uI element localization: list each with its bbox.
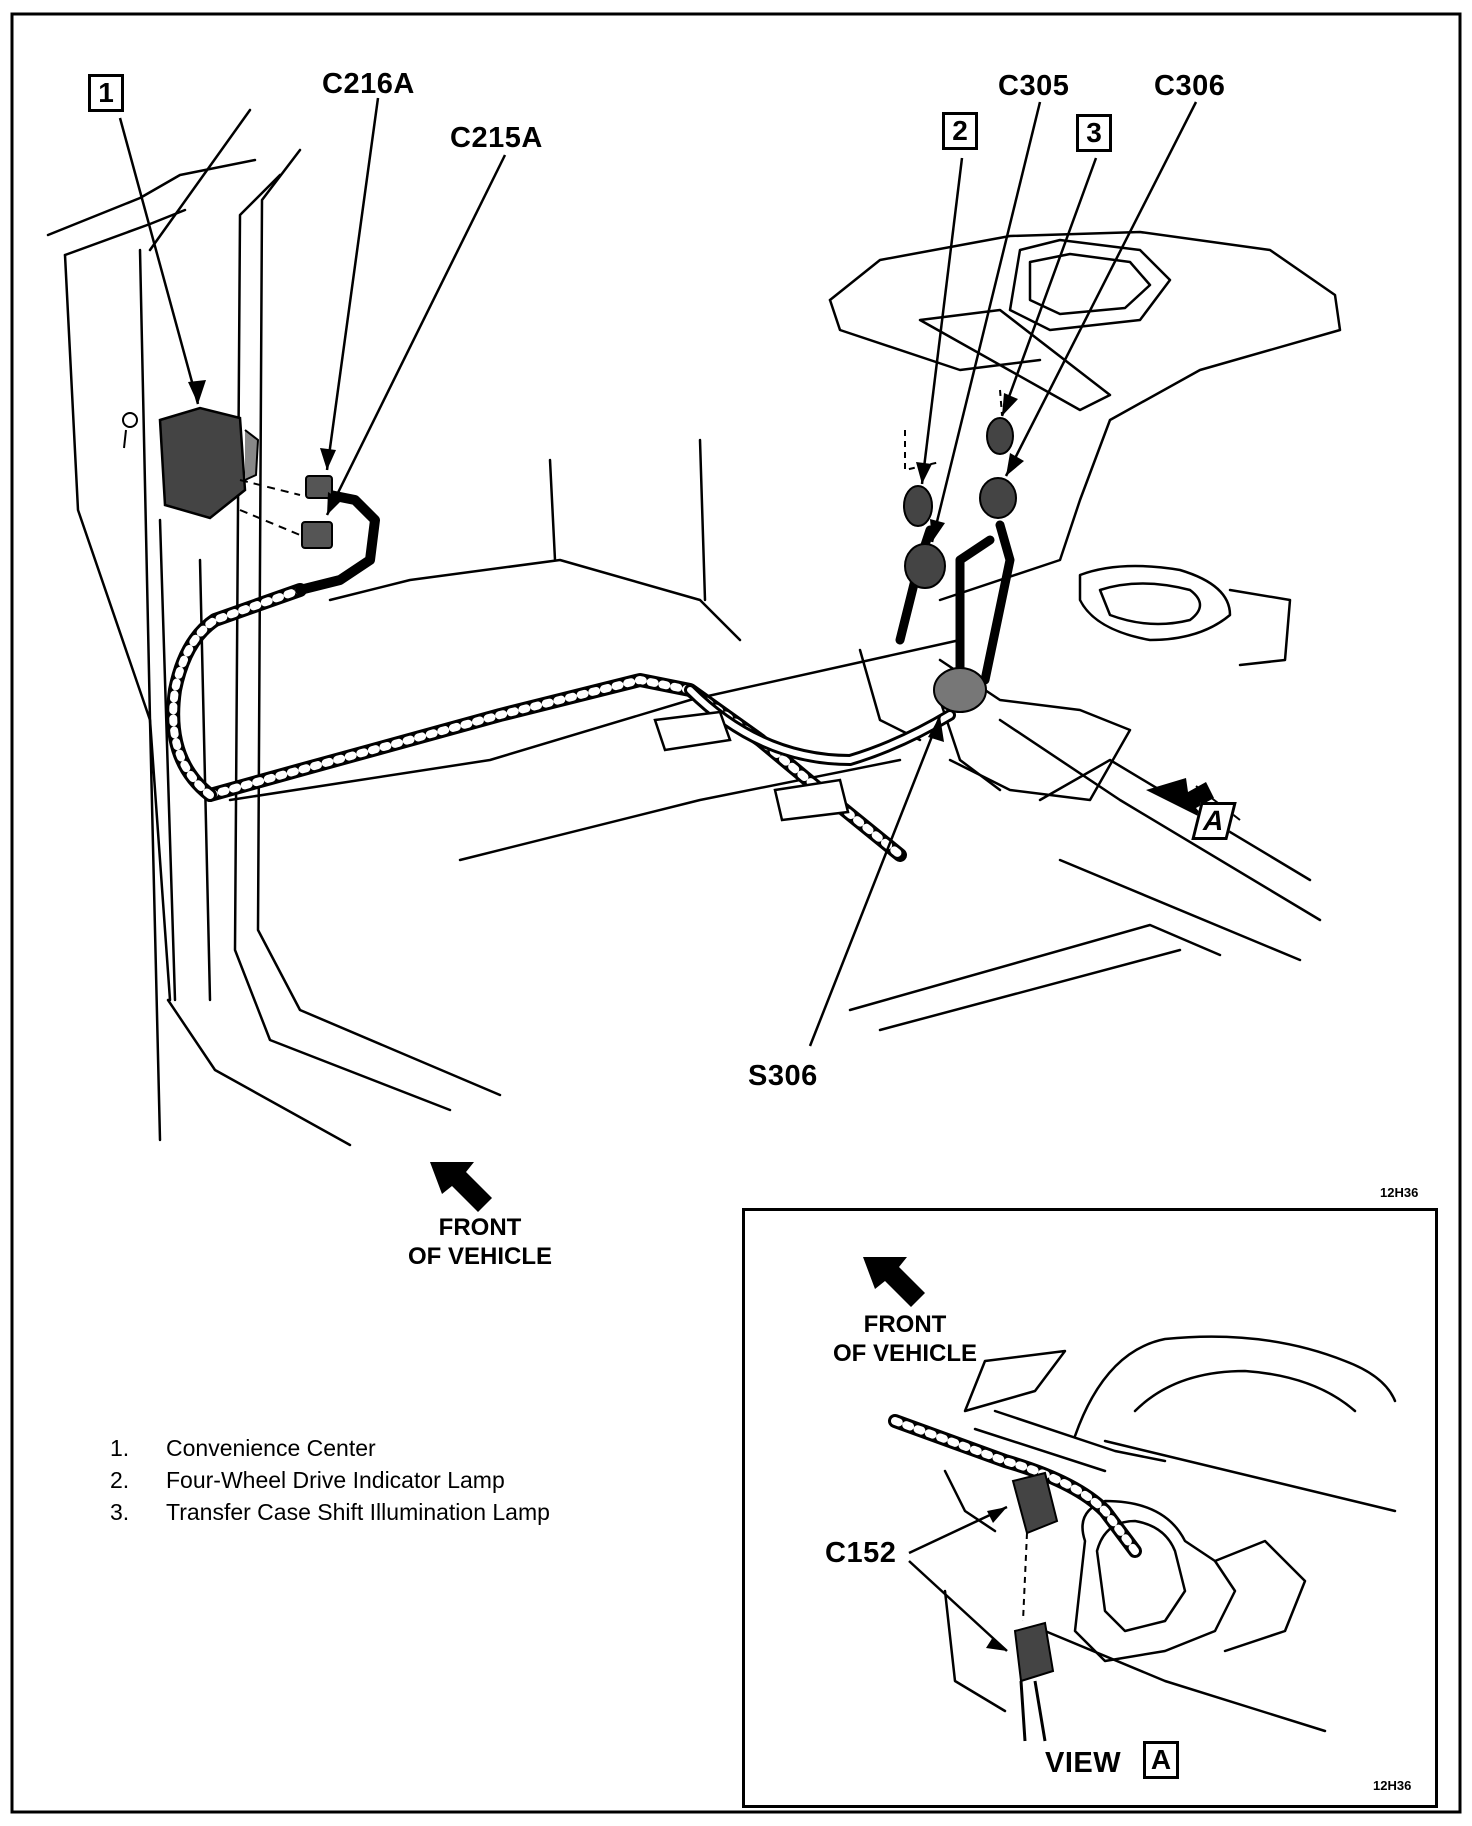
cup-holder-ring xyxy=(1078,564,1232,642)
legend-text: Four-Wheel Drive Indicator Lamp xyxy=(166,1467,505,1493)
inset-drawing xyxy=(863,1257,1397,1742)
leader-s306 xyxy=(808,715,942,1047)
leader-c215a xyxy=(325,154,507,516)
label-s306: S306 xyxy=(748,1060,818,1092)
inset-floor-curve xyxy=(1073,1335,1397,1438)
door-opening-line xyxy=(233,173,452,1112)
mounting-bracket xyxy=(938,658,1132,802)
legend-num: 3. xyxy=(110,1499,130,1525)
legend-num: 1. xyxy=(110,1435,130,1461)
front-label-line1: FRONT xyxy=(438,1214,522,1241)
label-c305: C305 xyxy=(998,70,1070,102)
callout-box-3: 3 xyxy=(1076,114,1112,152)
legend-item: 3. Transfer Case Shift Illumination Lamp xyxy=(110,1496,550,1528)
front-label-line2: OF VEHICLE xyxy=(407,1242,552,1270)
legend-text: Convenience Center xyxy=(166,1435,376,1461)
view-a-title-box: A xyxy=(1143,1741,1179,1779)
leader-1 xyxy=(118,117,200,405)
view-word: VIEW xyxy=(1045,1747,1122,1779)
sill-line xyxy=(228,638,962,802)
splice-s306 xyxy=(933,667,987,713)
inset-connector-c152-upper xyxy=(1011,1471,1059,1535)
front-of-vehicle-label: FRONT OF VEHICLE xyxy=(390,1214,570,1272)
view-a-title: VIEW xyxy=(1045,1749,1121,1778)
leader-3 xyxy=(1000,157,1098,417)
legend-item: 2. Four-Wheel Drive Indicator Lamp xyxy=(110,1464,550,1496)
callout-box-2: 2 xyxy=(942,112,978,150)
connector-c216a xyxy=(305,475,333,499)
legend: 1. Convenience Center 2. Four-Wheel Driv… xyxy=(110,1432,550,1528)
outer-frame xyxy=(10,12,1462,1814)
harness-clip-1 xyxy=(653,710,732,752)
label-c306: C306 xyxy=(1154,70,1226,102)
pillar-top-edge xyxy=(46,158,257,237)
inset-connector-c152-lower xyxy=(1013,1621,1055,1683)
lamp-socket-3 xyxy=(986,417,1014,455)
leader-c216a xyxy=(325,97,380,471)
label-c215a: C215A xyxy=(450,122,543,154)
callout-box-1: 1 xyxy=(88,74,124,112)
inset-grommet xyxy=(1073,1499,1237,1663)
legend-num: 2. xyxy=(110,1467,130,1493)
pillar-outer-edge xyxy=(63,253,172,1002)
connector-c215a xyxy=(301,521,333,549)
console-outline xyxy=(828,230,1342,602)
harness-clip-2 xyxy=(773,778,850,822)
label-c152: C152 xyxy=(825,1537,897,1569)
leader-2 xyxy=(920,157,964,485)
inset-front-line1: FRONT xyxy=(863,1311,947,1338)
label-c216a: C216A xyxy=(322,68,415,100)
leader-c306 xyxy=(1004,101,1198,477)
connector-c305 xyxy=(904,543,946,589)
inset-view-a: FRONT OF VEHICLE C152 VIEW A 12H36 xyxy=(742,1208,1438,1808)
figure-code-main: 12H36 xyxy=(1380,1185,1419,1200)
front-arrow-main xyxy=(430,1162,492,1212)
inset-front-label: FRONT OF VEHICLE xyxy=(805,1311,1005,1369)
figure-code-inset: 12H36 xyxy=(1373,1778,1412,1793)
leader-c305 xyxy=(930,101,1042,543)
legend-text: Transfer Case Shift Illumination Lamp xyxy=(166,1499,550,1525)
view-a-arrow xyxy=(1146,778,1214,820)
connector-c306 xyxy=(979,477,1017,519)
inset-front-line2: OF VEHICLE xyxy=(832,1339,977,1367)
lamp-socket-2 xyxy=(903,485,933,527)
shifter-opening xyxy=(1008,238,1172,332)
legend-item: 1. Convenience Center xyxy=(110,1432,550,1464)
inset-front-arrow xyxy=(863,1257,925,1307)
inset-bracket-strip xyxy=(963,1349,1067,1413)
convenience-center-block xyxy=(122,406,260,520)
